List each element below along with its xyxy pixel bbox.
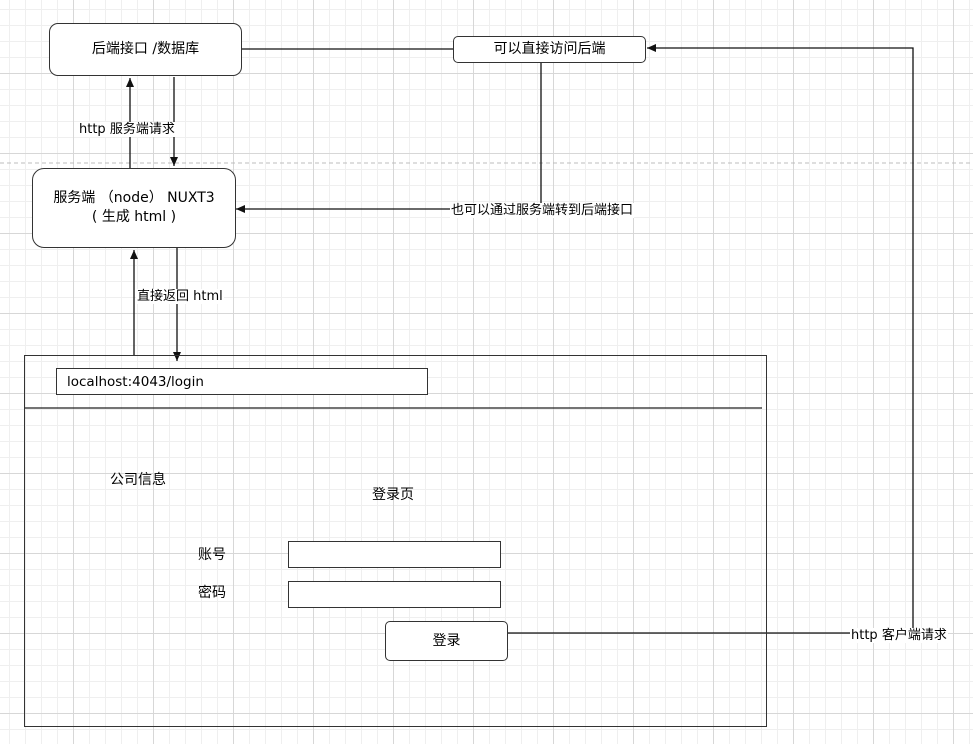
backend-box: 后端接口 /数据库 xyxy=(49,23,242,76)
login-button[interactable]: 登录 xyxy=(385,621,508,661)
direct-access-box-label: 可以直接访问后端 xyxy=(493,41,606,58)
password-label: 密码 xyxy=(198,585,226,601)
login-button-label: 登录 xyxy=(432,632,461,649)
label-http-client-request: http 客户端请求 xyxy=(850,628,948,643)
company-info-text: 公司信息 xyxy=(110,472,166,488)
label-http-server-request: http 服务端请求 xyxy=(78,122,176,137)
account-input[interactable] xyxy=(288,541,501,568)
browser-window xyxy=(24,355,767,727)
backend-box-label: 后端接口 /数据库 xyxy=(91,41,200,58)
url-bar[interactable]: localhost:4043/login xyxy=(56,368,428,395)
server-box-line1: 服务端 （node） NUXT3 xyxy=(53,190,215,207)
server-box-line2: ( 生成 html ) xyxy=(91,209,177,225)
login-page-title: 登录页 xyxy=(372,487,414,503)
password-input[interactable] xyxy=(288,581,501,608)
url-text: localhost:4043/login xyxy=(67,373,204,390)
label-return-html: 直接返回 html xyxy=(136,289,224,304)
server-box: 服务端 （node） NUXT3 ( 生成 html ) xyxy=(32,168,236,248)
label-forward-via-server: 也可以通过服务端转到后端接口 xyxy=(450,203,635,218)
direct-access-box: 可以直接访问后端 xyxy=(453,36,646,63)
edge-direct-to-server xyxy=(236,63,542,213)
account-label: 账号 xyxy=(198,547,226,563)
